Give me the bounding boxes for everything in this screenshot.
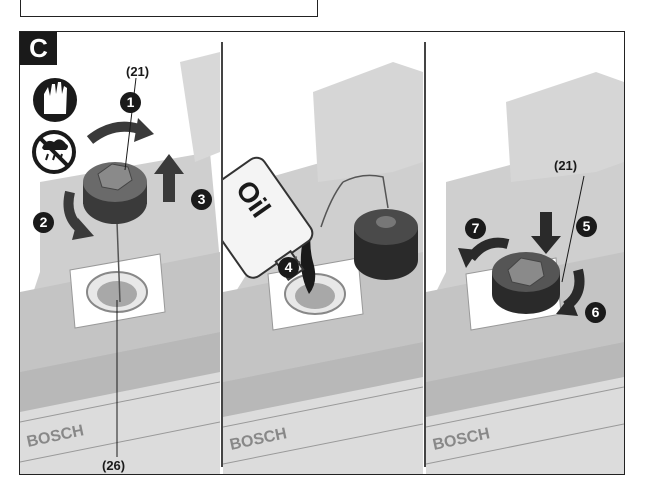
step-5-badge: 5 — [576, 216, 597, 237]
step-3-badge: 3 — [191, 189, 212, 210]
panel-close-cap: BOSCH — [426, 32, 624, 474]
gloves-icon — [33, 78, 77, 122]
label-26: (26) — [102, 458, 126, 473]
panel-divider-2 — [424, 42, 426, 467]
step-7-badge: 7 — [465, 218, 486, 239]
step-4-badge: 4 — [278, 257, 299, 278]
panel-divider-1 — [221, 42, 223, 467]
step-1-badge: 1 — [120, 92, 141, 113]
section-badge: C — [20, 32, 57, 65]
panel-fill-oil: BOSCH Oil — [223, 32, 423, 474]
step-2-badge: 2 — [33, 212, 54, 233]
figure-c-frame: C BOSCH — [19, 31, 625, 475]
no-rain-icon — [32, 130, 76, 174]
panel-remove-cap: BOSCH — [20, 32, 220, 474]
label-21-panel3: (21) — [554, 158, 578, 173]
step-6-badge: 6 — [585, 302, 606, 323]
previous-figure-frame — [20, 0, 318, 17]
label-21-panel1: (21) — [126, 64, 150, 79]
